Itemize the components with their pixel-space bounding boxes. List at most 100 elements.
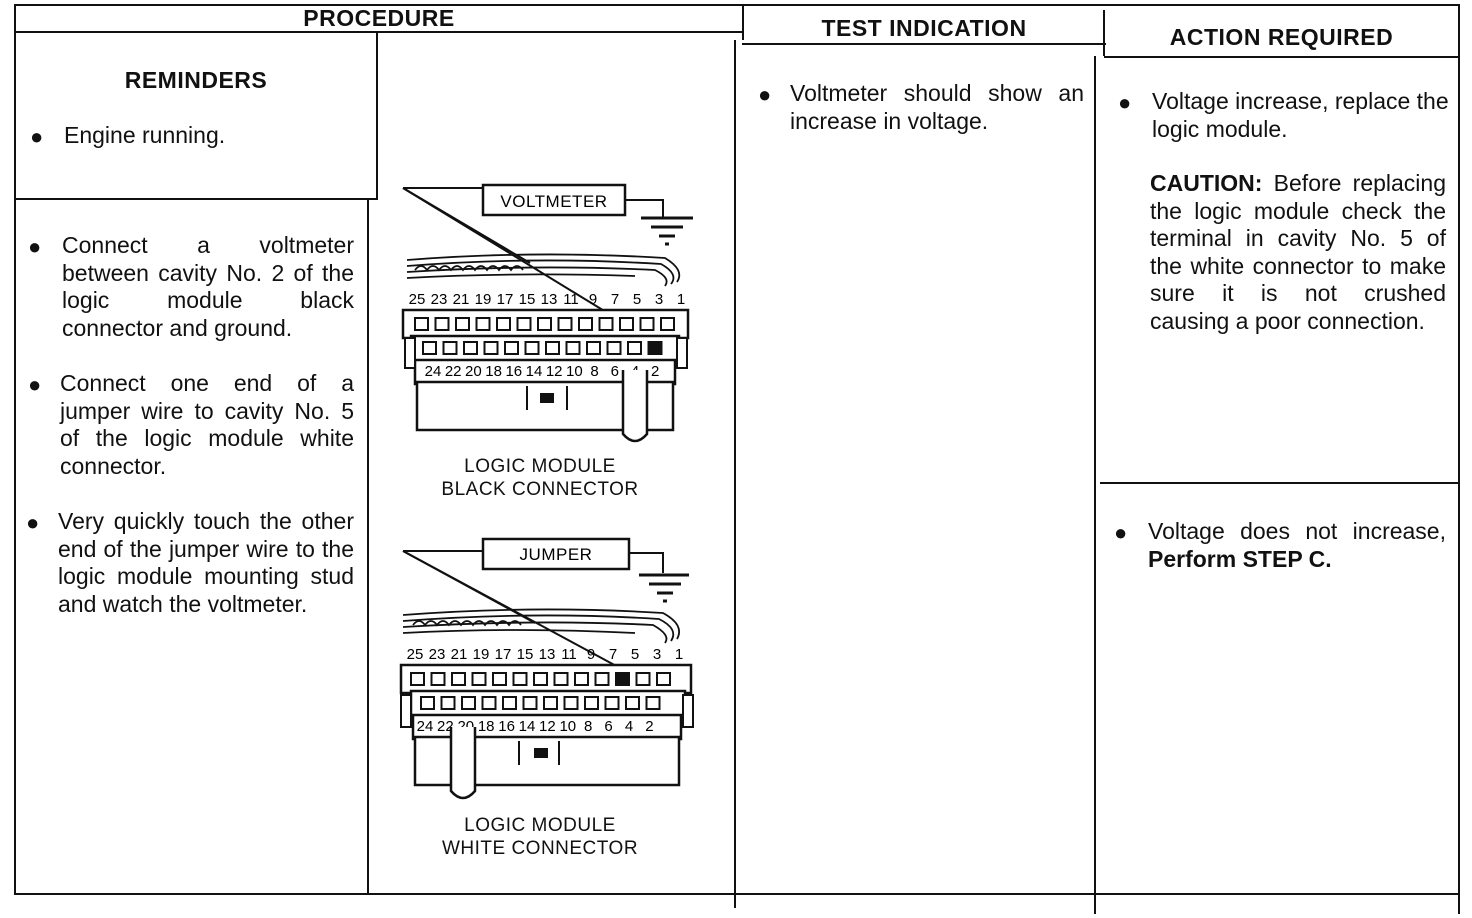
border-left: [14, 4, 16, 894]
cavity-number: 25: [409, 291, 426, 308]
cavity: [455, 317, 470, 331]
cavity-number: 20: [465, 363, 482, 380]
cavity-number: 1: [675, 646, 683, 663]
cavity: [463, 341, 478, 355]
cavity: [594, 672, 610, 686]
cavity-number: 10: [559, 718, 576, 735]
cavity: [430, 672, 446, 686]
top-cavity-row: [414, 317, 675, 331]
middle-cavity-row: [420, 696, 661, 710]
cavity: [619, 317, 634, 331]
cavity: [574, 672, 589, 686]
cavity: [627, 341, 642, 355]
cavity-number: 7: [611, 291, 619, 308]
cavity: [565, 341, 581, 355]
divider-procedure-test: [742, 4, 744, 40]
caution-text: Before replacing the logic module check …: [1150, 170, 1446, 334]
cavity-number: 10: [566, 363, 583, 380]
cavity: [545, 341, 560, 355]
action-item-1: Voltage increase, replace the logic modu…: [1152, 88, 1449, 142]
cavity-number: 12: [539, 718, 556, 735]
black-connector-caption: LOGIC MODULE BLACK CONNECTOR: [405, 455, 675, 501]
caution-label: CAUTION:: [1150, 170, 1263, 196]
meter-label: JUMPER: [520, 545, 593, 564]
cavity: [598, 317, 614, 331]
bullet: ●: [30, 124, 44, 149]
cavity-number: 3: [653, 646, 661, 663]
cavity-number: 13: [541, 291, 558, 308]
bullet: ●: [758, 82, 772, 107]
cavity-number: 2: [651, 363, 659, 380]
procedure-step-2: Connect one end of a jumper wire to cavi…: [60, 370, 354, 479]
cavity-number: 4: [625, 718, 633, 735]
cavity-number: 18: [485, 363, 502, 380]
caption-line-2: WHITE CONNECTOR: [441, 838, 639, 859]
cavity: [522, 696, 538, 710]
cavity-number: 15: [517, 646, 534, 663]
cavity-number: 16: [505, 363, 522, 380]
cavity-number: 15: [519, 291, 536, 308]
cavity: [483, 341, 499, 355]
cavity: [625, 696, 640, 710]
cavity-number: 3: [655, 291, 663, 308]
cavity-number: 14: [526, 363, 543, 380]
cavity-number: 24: [425, 363, 442, 380]
action-item-2-step: Perform STEP C.: [1148, 545, 1332, 572]
cavity: [635, 672, 651, 686]
test-indication-item: Voltmeter should show an increase in vol…: [790, 80, 1084, 134]
cavity-number: 17: [495, 646, 512, 663]
caution-note: CAUTION: Before replacing the logic modu…: [1150, 170, 1446, 335]
cavity: [606, 341, 622, 355]
bullet: ●: [1118, 90, 1132, 115]
action-item-2: Voltage does not increase, Perform STEP …: [1148, 518, 1446, 573]
middle-cavity-row: [422, 341, 663, 355]
border-right: [1458, 4, 1460, 914]
cavity: [496, 317, 511, 331]
cavity: [604, 696, 620, 710]
cavity-number: 22: [445, 363, 462, 380]
cavity-number: 11: [563, 291, 579, 308]
divider-test-action-lower: [1094, 56, 1096, 914]
cavity: [524, 341, 540, 355]
cavity: [557, 317, 573, 331]
procedure-step-1: Connect a voltmeter between cavity No. 2…: [62, 232, 354, 341]
cavity-number: 5: [631, 646, 639, 663]
cavity-number: 19: [475, 291, 492, 308]
cavity: [647, 341, 663, 355]
cavity: [451, 672, 466, 686]
cavity: [533, 672, 548, 686]
cavity-number: 5: [633, 291, 641, 308]
action-item-2-text: Voltage does not increase,: [1148, 518, 1446, 544]
border-top: [14, 4, 1460, 6]
cavity-number: 14: [519, 718, 536, 735]
cavity: [440, 696, 456, 710]
cavity-number: 23: [429, 646, 446, 663]
cavity-number: 6: [611, 363, 619, 380]
cavity-number: 21: [453, 291, 470, 308]
procedure-step-3: Very quickly touch the other end of the …: [58, 508, 354, 617]
cavity-number: 13: [539, 646, 556, 663]
cavity: [563, 696, 579, 710]
cavity: [639, 317, 655, 331]
cavity-number: 12: [546, 363, 563, 380]
cavity-number: 16: [498, 718, 515, 735]
reminders-rule: [14, 198, 376, 200]
header-rule-action: [1104, 56, 1460, 58]
cavity: [410, 672, 425, 686]
header-rule-procedure: [14, 31, 744, 33]
meter-label: VOLTMETER: [500, 192, 607, 211]
cavity-number: 9: [587, 646, 595, 663]
cavity-number: 1: [677, 291, 685, 308]
action-rule: [1100, 482, 1460, 484]
divider-test-action: [1103, 10, 1105, 56]
cavity: [481, 696, 497, 710]
cavity-number: 23: [431, 291, 448, 308]
cavity: [475, 317, 491, 331]
cavity: [502, 696, 517, 710]
cavity: [461, 696, 476, 710]
cavity-number: 2: [645, 718, 653, 735]
cavity: [645, 696, 661, 710]
cavity-number: 7: [609, 646, 617, 663]
